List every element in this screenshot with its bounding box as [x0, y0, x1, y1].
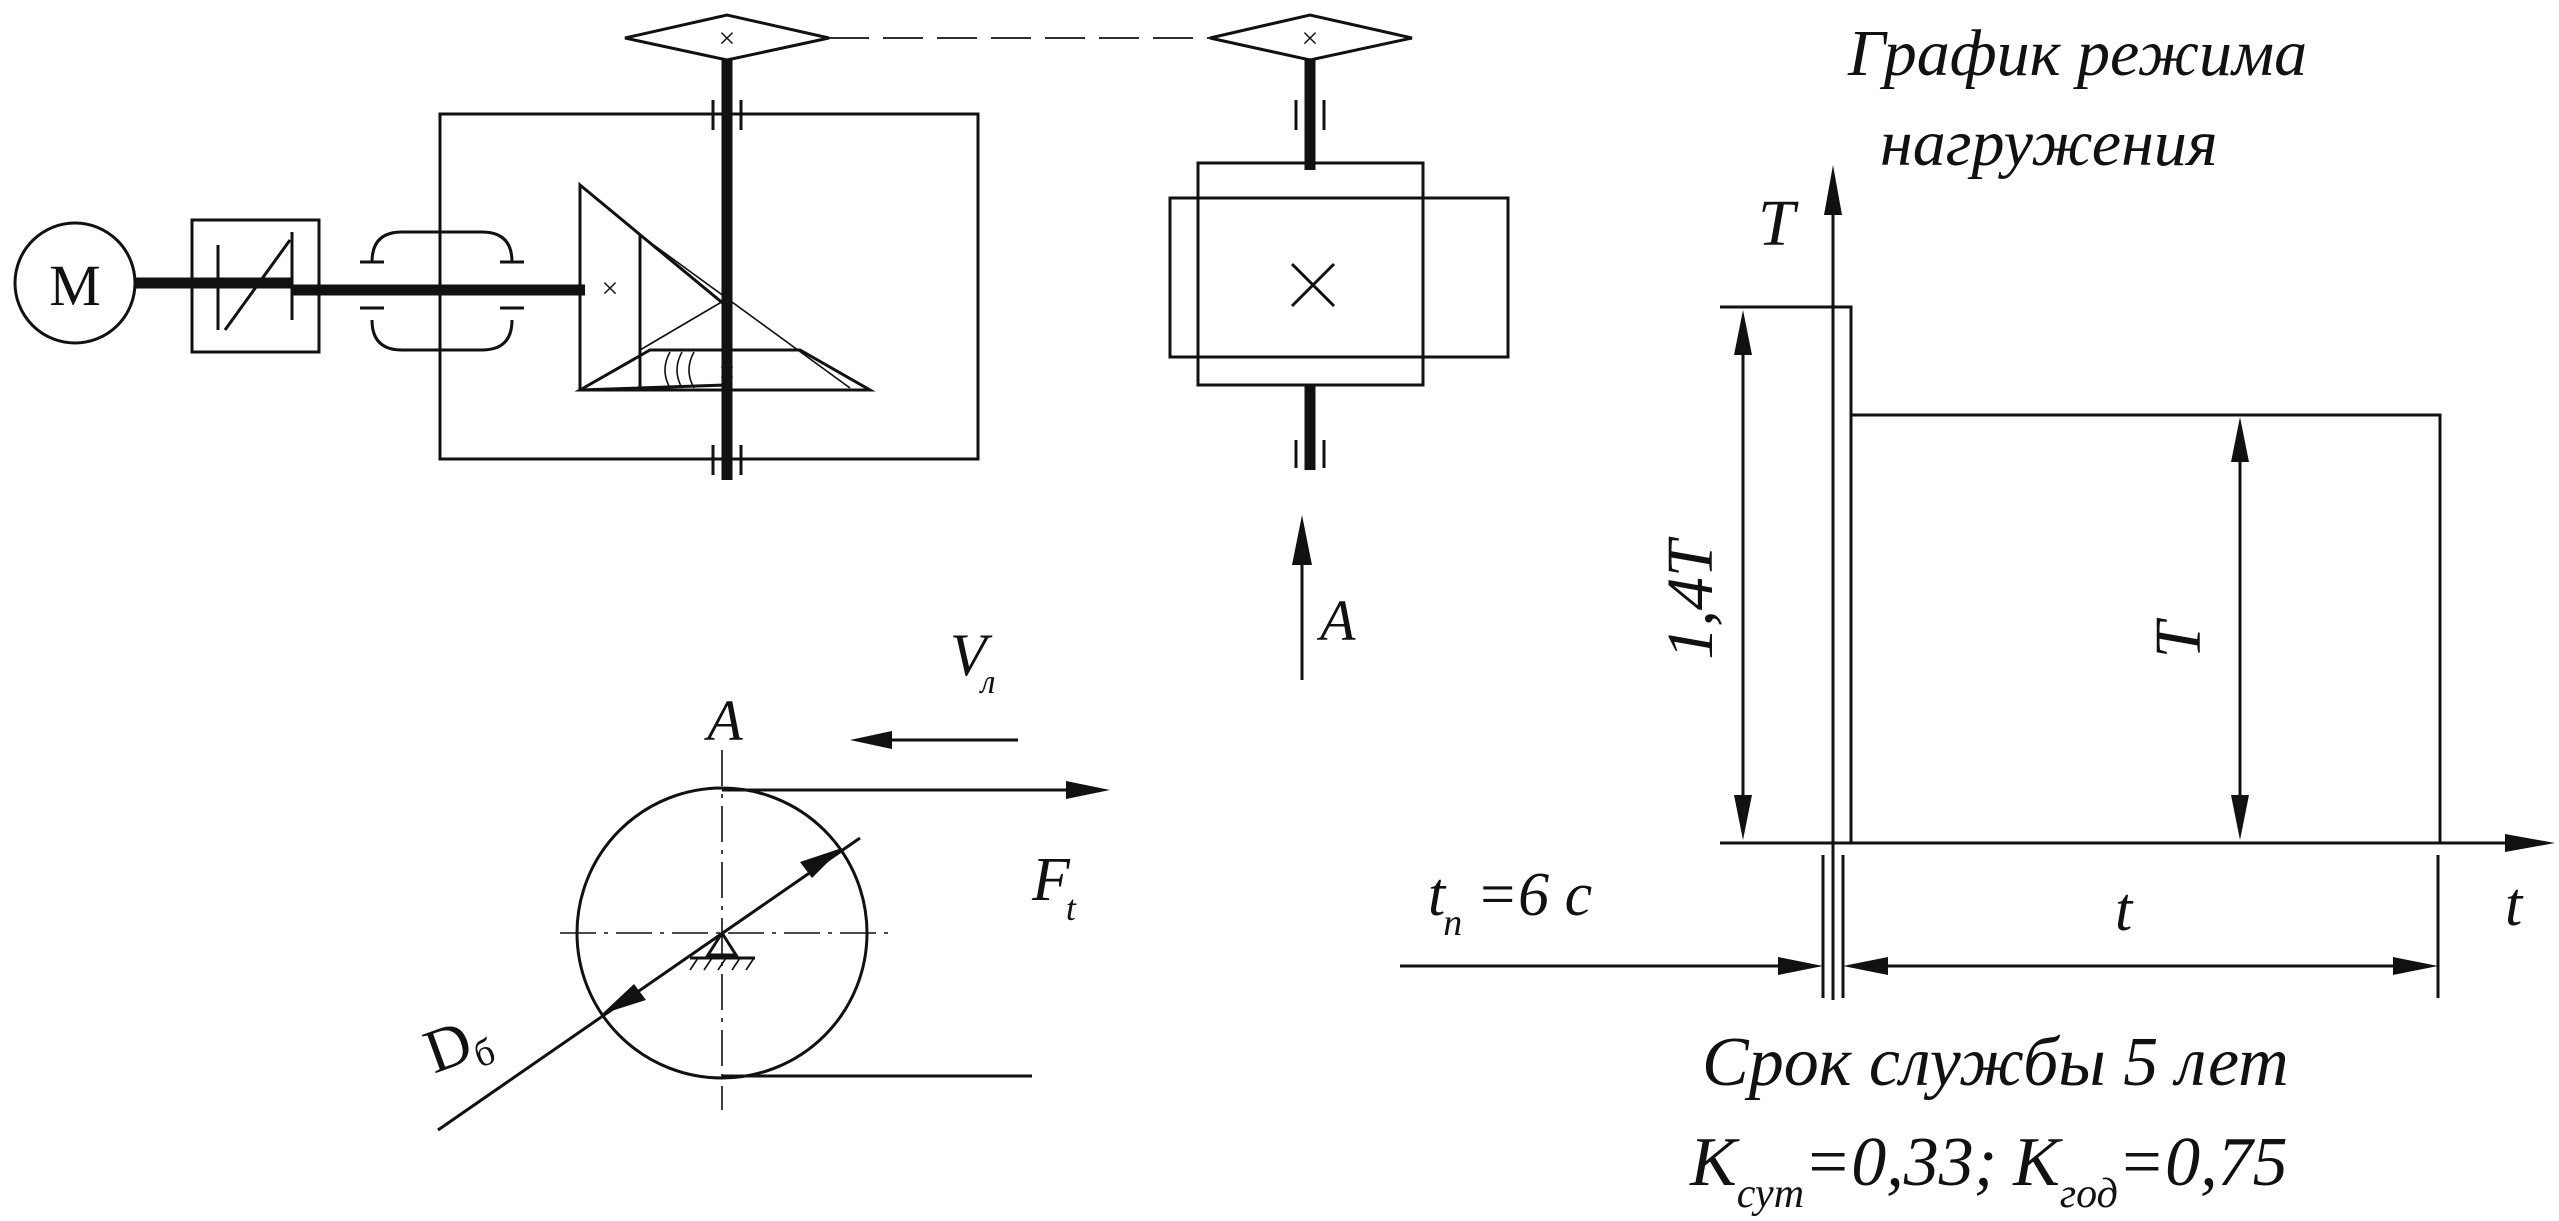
clutch	[360, 230, 524, 352]
drive-scheme: M	[13, 13, 1510, 680]
level-label: T	[2142, 617, 2215, 658]
svg-text:×: ×	[602, 272, 619, 305]
view-arrow-label: A	[1316, 588, 1356, 653]
drum-cross-section: A Vл Ft	[415, 622, 1110, 1132]
chart-x-axis-label: t	[2505, 871, 2524, 939]
svg-text:×: ×	[719, 22, 736, 55]
duration-label: t	[2115, 876, 2134, 944]
peak-label: 1,4T	[1654, 536, 1727, 660]
belt-speed-label: Vл	[950, 622, 995, 701]
load-curve	[1720, 305, 2442, 843]
utilization-coefficients: Kсут=0,33;Kгод=0,75	[1689, 1124, 2288, 1217]
drum-bearings	[1294, 100, 1326, 468]
service-life-text: Срок службы 5 лет	[1702, 1024, 2289, 1101]
diameter-dimension-line	[437, 836, 861, 1132]
chart-title-line2: нагружения	[1880, 107, 2218, 180]
force-label: Ft	[1031, 846, 1077, 928]
chart-y-axis-label: T	[1758, 187, 1799, 260]
electric-motor: M	[13, 221, 137, 345]
drum-support-symbol	[689, 930, 755, 971]
start-time-label: tп=6 с	[1428, 861, 1592, 944]
bearings	[711, 100, 743, 475]
view-arrow-a: A	[1292, 515, 1356, 680]
section-label: A	[703, 688, 743, 753]
chart-title-line1: График режима	[1847, 17, 2307, 90]
load-chart: График режима нагружения T t 1,4T T tп=6…	[1400, 17, 2555, 1000]
drive-sprocket: ×	[624, 13, 830, 62]
svg-text:×: ×	[1302, 22, 1319, 55]
driven-sprocket: ×	[1209, 13, 1413, 62]
drum-circle	[575, 786, 869, 1080]
service-notes: Срок службы 5 лет Kсут=0,33;Kгод=0,75	[1689, 1024, 2289, 1217]
conveyor-drum-top-view	[1168, 161, 1510, 387]
motor-label: M	[49, 253, 101, 318]
diameter-label: Dб	[415, 1001, 500, 1092]
bevel-gearbox-housing	[438, 112, 980, 461]
